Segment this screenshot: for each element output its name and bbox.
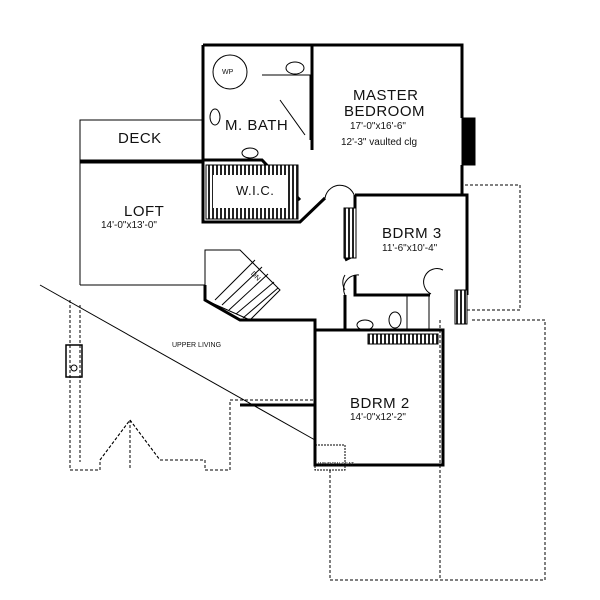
master-bedroom-size: 17'-0"x16'-6"	[350, 121, 406, 132]
master-bedroom-ceiling: 12'-3" vaulted clg	[341, 137, 418, 148]
wic-label: W.I.C.	[236, 183, 275, 198]
master-bedroom-label-2: BEDROOM	[344, 103, 426, 120]
bdrm2-closet	[367, 333, 439, 345]
roof-line	[39, 284, 316, 441]
whirlpool-tub	[212, 54, 248, 90]
bedroom3-size: 11'-6"x10'-4"	[382, 243, 438, 254]
sink	[209, 108, 221, 126]
deck-label: DECK	[118, 130, 162, 147]
sink	[241, 147, 259, 159]
window-seat-label: WINDOW SEAT	[318, 462, 355, 468]
whirlpool-label: WP	[222, 69, 234, 76]
bdrm3-closet	[343, 207, 357, 259]
bedroom2-label: BDRM 2	[350, 395, 410, 412]
loft-size: 14'-0"x13'-0"	[101, 220, 157, 231]
master-bedroom-label-1: MASTER	[353, 87, 419, 104]
upper-living-label: UPPER LIVING	[172, 342, 222, 349]
loft-label: LOFT	[124, 203, 165, 220]
lower-roof-outline	[69, 184, 546, 581]
bedroom2-size: 14'-0"x12'-2"	[350, 412, 406, 423]
toilet	[285, 61, 305, 75]
bedroom3-label: BDRM 3	[382, 225, 442, 242]
deck-outline	[79, 119, 203, 161]
fireplace	[461, 117, 476, 166]
staircase	[204, 249, 281, 321]
master-bath-label: M. BATH	[225, 117, 289, 134]
bathtub	[406, 294, 430, 331]
